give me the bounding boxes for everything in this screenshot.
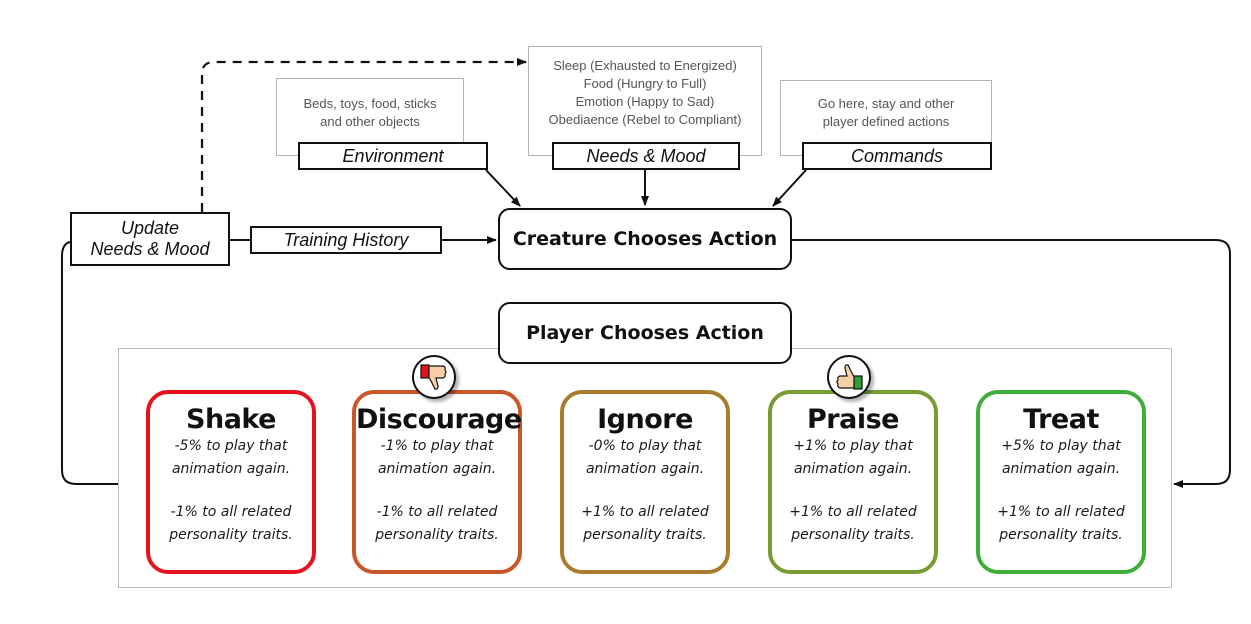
action-effect-line: -1% to all related — [170, 504, 292, 520]
action-effect-line: -5% to play that — [174, 438, 288, 454]
action-effect-line: +1% to all related — [581, 504, 709, 520]
training-history-box: Training History — [250, 226, 442, 254]
needs-detail-line: Food (Hungry to Full) — [583, 76, 707, 91]
update-line-2: Needs & Mood — [90, 239, 210, 259]
commands-label: Commands — [802, 142, 992, 170]
action-effect-line: personality traits. — [375, 527, 499, 543]
needs-detail-line: Emotion (Happy to Sad) — [575, 94, 715, 109]
action-effect-line: animation again. — [793, 461, 913, 477]
action-effect-line: +1% to play that — [793, 438, 913, 454]
action-card-praise[interactable]: Praise +1% to play that animation again.… — [768, 390, 938, 574]
action-effect-line: -1% to play that — [380, 438, 494, 454]
environment-label: Environment — [298, 142, 488, 170]
dashed-feedback-arrow — [200, 58, 527, 212]
action-effect-line: +1% to all related — [997, 504, 1125, 520]
thumbs-down-icon — [412, 355, 456, 399]
action-card-treat[interactable]: Treat +5% to play that animation again. … — [976, 390, 1146, 574]
environment-arrow — [485, 169, 521, 207]
environment-detail-line: and other objects — [320, 114, 420, 129]
action-card-shake[interactable]: Shake -5% to play that animation again. … — [146, 390, 316, 574]
needs-mood-label: Needs & Mood — [552, 142, 740, 170]
update-line-1: Update — [120, 218, 180, 238]
action-effect-line: animation again. — [1001, 461, 1121, 477]
action-effect-line: personality traits. — [583, 527, 707, 543]
action-effect-line: personality traits. — [999, 527, 1123, 543]
action-card-discourage[interactable]: Discourage -1% to play that animation ag… — [352, 390, 522, 574]
actions-to-update-connector — [61, 241, 118, 485]
player-chooses-action-box: Player Chooses Action — [498, 302, 792, 364]
action-effect-line: +1% to all related — [789, 504, 917, 520]
action-title: Discourage — [356, 404, 522, 435]
needs-mood-details-box: Sleep (Exhausted to Energized) Food (Hun… — [528, 46, 762, 156]
action-effect-line: -1% to all related — [376, 504, 498, 520]
thumbs-up-icon — [827, 355, 871, 399]
action-card-ignore[interactable]: Ignore -0% to play that animation again.… — [560, 390, 730, 574]
needs-detail-line: Obediaence (Rebel to Compliant) — [548, 112, 742, 127]
action-title: Ignore — [597, 404, 693, 435]
action-effect-line: personality traits. — [791, 527, 915, 543]
action-title: Praise — [807, 404, 899, 435]
action-title: Treat — [1023, 404, 1099, 435]
action-effect-line: personality traits. — [169, 527, 293, 543]
action-effect-line: animation again. — [585, 461, 705, 477]
action-effect-line: animation again. — [171, 461, 291, 477]
action-effect-line: -0% to play that — [588, 438, 702, 454]
action-effect-line: animation again. — [377, 461, 497, 477]
creature-to-actions-arrow — [792, 239, 1231, 488]
commands-detail-line: player defined actions — [822, 114, 950, 129]
action-effect-line: +5% to play that — [1001, 438, 1121, 454]
commands-detail-line: Go here, stay and other — [817, 96, 955, 111]
update-needs-mood-box: Update Needs & Mood — [70, 212, 230, 266]
creature-chooses-action-box: Creature Chooses Action — [498, 208, 792, 270]
action-title: Shake — [186, 404, 276, 435]
needs-detail-line: Sleep (Exhausted to Energized) — [553, 58, 737, 73]
commands-arrow — [772, 169, 807, 207]
environment-detail-line: Beds, toys, food, sticks — [303, 96, 437, 111]
